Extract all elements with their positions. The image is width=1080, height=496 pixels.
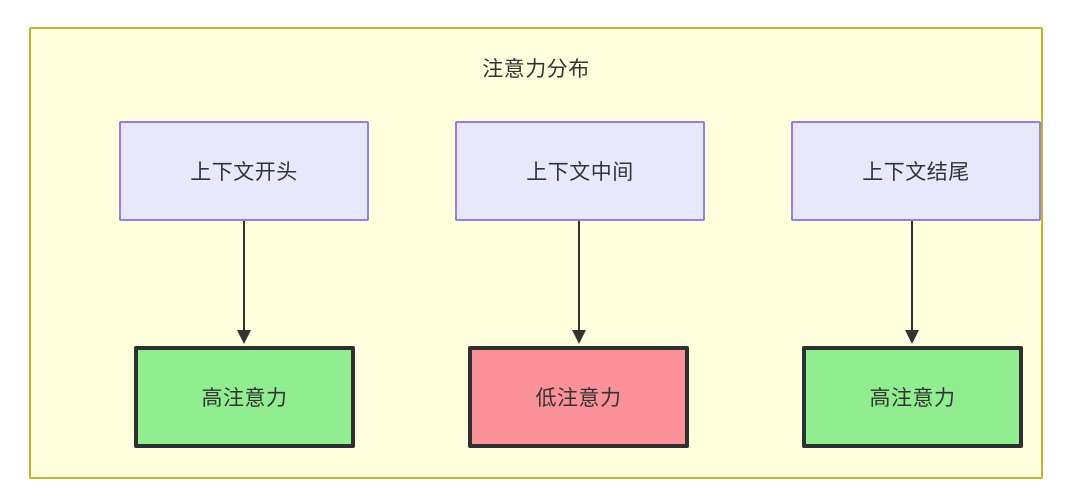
node-label: 上下文结尾 <box>862 161 970 184</box>
node-context-end[interactable]: 上下文结尾 <box>791 121 1041 221</box>
node-label: 上下文开头 <box>190 161 298 184</box>
node-label: 上下文中间 <box>526 161 634 184</box>
arrowhead-down-icon <box>905 330 919 344</box>
subgraph-title: 注意力分布 <box>482 58 590 81</box>
edge-line <box>911 221 913 333</box>
subgraph-container: 注意力分布 上下文开头 上下文中间 上下文结尾 高注意力 低 <box>29 27 1043 479</box>
node-attention-low-middle[interactable]: 低注意力 <box>468 346 689 448</box>
arrowhead-down-icon <box>237 330 251 344</box>
node-label: 低注意力 <box>535 387 622 410</box>
arrowhead-down-icon <box>572 330 586 344</box>
node-context-middle[interactable]: 上下文中间 <box>455 121 705 221</box>
edge-context-start-to-attention <box>237 221 251 346</box>
edge-line <box>578 221 580 333</box>
edge-context-end-to-attention <box>905 221 919 346</box>
node-attention-high-start[interactable]: 高注意力 <box>134 346 355 448</box>
edge-line <box>243 221 245 333</box>
node-attention-high-end[interactable]: 高注意力 <box>802 346 1023 448</box>
node-label: 高注意力 <box>201 387 288 410</box>
node-context-start[interactable]: 上下文开头 <box>119 121 369 221</box>
node-label: 高注意力 <box>869 387 956 410</box>
edge-context-middle-to-attention <box>572 221 586 346</box>
